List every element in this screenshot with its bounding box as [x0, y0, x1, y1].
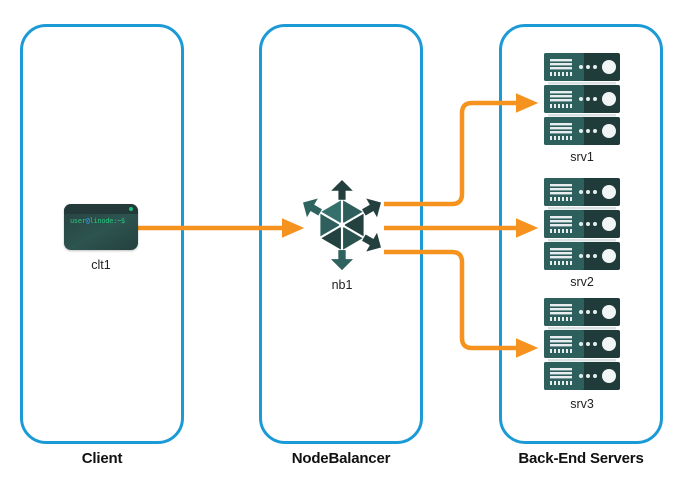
zone-label-backend-servers: Back-End Servers	[518, 450, 644, 467]
rack-unit	[544, 85, 620, 117]
terminal-prompt-user: user	[70, 217, 86, 225]
nodebalancer-hex-icon	[303, 180, 381, 270]
zone-nodebalancer	[259, 24, 423, 444]
rack-unit	[544, 178, 620, 210]
hex-arrows	[303, 180, 381, 270]
zone-label-nodebalancer: NodeBalancer	[291, 450, 391, 467]
rack-unit	[544, 53, 620, 85]
hex-hub	[339, 222, 345, 228]
hex-body	[320, 199, 364, 251]
zone-label-client: Client	[81, 450, 123, 467]
rack-unit	[544, 117, 620, 145]
rack-unit	[544, 242, 620, 270]
terminal-prompt-at: @	[85, 217, 90, 225]
node-label-srv3: srv3	[570, 397, 594, 411]
rack-unit	[544, 298, 620, 330]
node-label-srv1: srv1	[570, 150, 594, 164]
terminal-icon: user@linode:~$	[64, 204, 138, 250]
hex-spokes	[319, 199, 365, 251]
rack-unit	[544, 330, 620, 362]
server-rack-icon-srv2	[544, 178, 620, 270]
terminal-prompt-text: user@linode:~$	[70, 217, 125, 225]
terminal-prompt-host: linode	[89, 217, 114, 225]
node-label-srv2: srv2	[570, 275, 594, 289]
rack-unit	[544, 362, 620, 390]
server-rack-icon-srv1	[544, 53, 620, 145]
terminal-status-dot	[129, 207, 133, 211]
server-rack-icon-srv3	[544, 298, 620, 390]
rack-unit	[544, 210, 620, 242]
zone-backend-servers	[499, 24, 663, 444]
terminal-prompt-path: :~$	[113, 217, 125, 225]
terminal-titlebar	[64, 204, 138, 214]
zone-client	[20, 24, 184, 444]
node-label-clt1: clt1	[91, 258, 111, 272]
node-label-nb1: nb1	[331, 278, 353, 292]
